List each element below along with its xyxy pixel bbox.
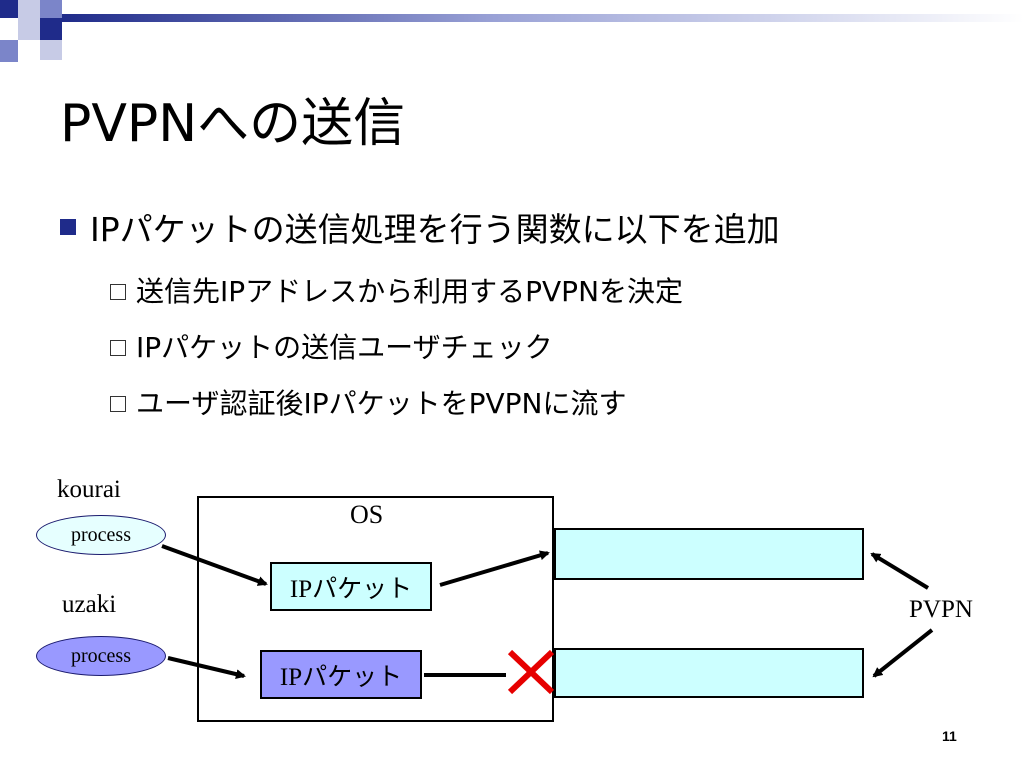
process-ellipse-uzaki: process [36,636,166,676]
pvpn-channel-upper [554,528,864,580]
corner-square-light-2 [18,18,40,40]
corner-square-light-3 [40,40,62,60]
corner-square-dark-1 [0,0,18,18]
main-bullet-text: IPパケットの送信処理を行う関数に以下を追加 [90,210,780,249]
sub-bullet-text: ユーザ認証後IPパケットをPVPNに流す [136,387,627,420]
sub-bullet-2: IPパケットの送信ユーザチェック [110,329,553,367]
header-gradient-bar [62,14,1024,22]
sub-bullet-3: ユーザ認証後IPパケットをPVPNに流す [110,385,626,423]
square-bullet-icon [60,219,76,235]
arrow-pvpn-label-to-lower [872,628,934,678]
corner-square-mid-1 [40,0,62,18]
arrow-kourai-to-packet [161,544,268,586]
sub-bullet-1: 送信先IPアドレスから利用するPVPNを決定 [110,273,683,311]
user-label-kourai: kourai [57,476,121,503]
pvpn-channel-lower [554,648,864,698]
user-label-uzaki: uzaki [62,591,117,618]
blocked-x-icon [507,649,555,695]
hollow-square-bullet-icon [110,284,126,300]
sub-bullet-text: IPパケットの送信ユーザチェック [136,331,553,364]
arrow-packet-to-pvpn [439,550,550,587]
ip-packet-allowed: IPパケット [270,562,432,611]
main-bullet: IPパケットの送信処理を行う関数に以下を追加 [60,208,780,252]
hollow-square-bullet-icon [110,340,126,356]
os-box [197,496,554,722]
page-number: 11 [942,728,957,744]
process-ellipse-kourai: process [36,515,166,555]
slide-title: PVPNへの送信 [60,94,406,154]
corner-square-mid-2 [0,40,18,62]
corner-square-dark-2 [40,18,62,40]
arrow-uzaki-to-packet [167,656,246,680]
corner-square-light-1 [18,0,40,18]
ip-packet-blocked: IPパケット [260,650,422,699]
os-label: OS [350,500,384,529]
arrow-pvpn-label-to-upper [870,552,930,590]
sub-bullet-text: 送信先IPアドレスから利用するPVPNを決定 [136,275,684,308]
pvpn-label: PVPN [909,596,973,623]
hollow-square-bullet-icon [110,396,126,412]
